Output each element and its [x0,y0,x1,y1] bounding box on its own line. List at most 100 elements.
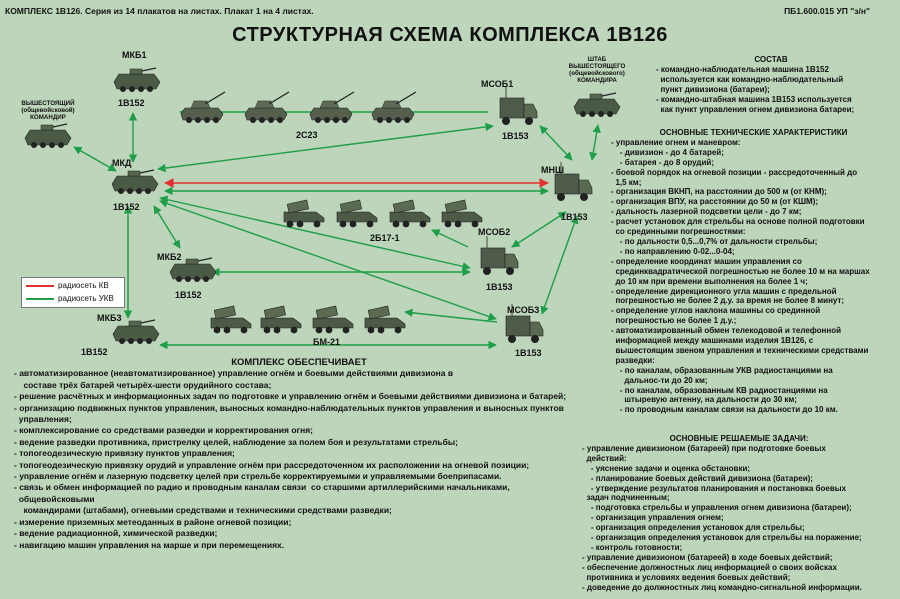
vehicle-bm21 [210,305,252,334]
vehicle-2b17 [441,199,483,228]
vehicle-mkd [111,169,159,195]
node-msob3-name: МСОБ3 [507,305,540,315]
vehicle-2s23 [180,91,226,124]
link-msob3-bm21 [404,308,498,323]
node-msob3-sub: 1В153 [515,348,542,358]
spec-item: - дальность лазерной подсветки цели - до… [611,207,802,217]
function-item: - комплексирование со средствами разведк… [14,425,313,436]
legend-kv-swatch [26,284,54,287]
vehicle-2s23 [244,91,290,124]
spec-item: погрешностью не более 2 д.у. за время не… [611,296,845,306]
task-item: - доведение до должностных лиц командно-… [582,582,862,592]
spec-item: - организация ВПУ, на расстоянии до 50 м… [611,197,819,207]
spec-item: - управление огнем и маневром: [611,137,741,147]
node-mnsh-name: МНШ [541,165,565,175]
spec-item: - автоматизированный обмен телекодовой и… [611,326,842,336]
function-item: общевойсковыми [14,493,95,504]
spec-item: дальнос-ти до 20 км; [611,375,708,385]
spec-item: вышестоящим звеном управления и техничес… [611,345,869,355]
spec-item: 1,5 км; [611,177,642,187]
vehicle-bm21 [364,305,406,334]
function-item: - организацию подвижных пунктов управлен… [14,402,564,413]
node-mkb3-name: МКБ3 [97,313,122,323]
vehicle-2b17 [336,199,378,228]
node-mkd-name: МКД [112,158,132,168]
node-msob2-sub: 1В153 [486,282,513,292]
spec-item: со срединными погрешностями: [611,227,746,237]
vehicle-bm21 [312,305,354,334]
spec-item: - дивизион - до 4 батарей; [611,147,724,157]
spec-item: - по каналам, образованным УКВ радиостан… [611,365,833,375]
node-mkb3-sub: 1В152 [81,347,108,357]
page-title: СТРУКТУРНАЯ СХЕМА КОМПЛЕКСА 1В126 [232,24,668,46]
legend: радиосеть КВ радиосеть УКВ [21,277,125,308]
node-mkb2-sub: 1В152 [175,290,202,300]
task-item: - обеспечение должностных лиц информацие… [582,562,837,572]
legend-kv-label: радиосеть КВ [58,281,109,290]
task-item: - организация определения установок для … [582,523,805,533]
function-item: - решение расчётных и информационных зад… [14,391,567,402]
task-item: - планирование боевых действий дивизиона… [582,473,813,483]
spec-item: штыревую антенну, на дальности до 30 км; [611,395,797,405]
composition-item: как пункт управления огнем дивизиона бат… [656,104,855,114]
functions-panel: КОМПЛЕКС ОБЕСПЕЧИВАЕТ - автоматизированн… [14,357,584,551]
function-item: - навигацию машин управления на марше и … [14,539,285,550]
composition-panel: СОСТАВ - командно-наблюдательная машина … [656,55,886,114]
node-higher-hq: ШТАБ ВЫШЕСТОЯЩЕГО (общевойскового) КОМАН… [568,56,626,84]
task-item: - управление дивизионом (батареей) при п… [582,443,826,453]
link-msob1-mnsh [539,125,573,161]
vehicle-2b17 [389,199,431,228]
spec-item: погрешностью не более 1 д.у.; [611,316,737,326]
spec-item: - определение координат машин управления… [611,256,802,266]
spec-item: - по дальности 0,5...0,7% от дальности с… [611,236,818,246]
node-msob1-name: МСОБ1 [481,79,514,89]
vehicle-mkb3 [112,319,160,345]
task-item: - подготовка стрельбы и управления огнем… [582,503,852,513]
function-item: командирами (штабами), огневыми средства… [14,505,392,516]
spec-item: - батарея - до 8 орудий; [611,157,715,167]
node-higher-commander: ВЫШЕСТОЯЩИЙ (общевойсковой) КОМАНДИР [21,100,75,121]
spec-item: - по направлению 0-02...0-04; [611,246,735,256]
specs-title: ОСНОВНЫЕ ТЕХНИЧЕСКИЕ ХАРАКТЕРИСТИКИ [659,128,848,137]
tasks-title: ОСНОВНЫЕ РЕШАЕМЫЕ ЗАДАЧИ: [669,434,809,443]
network-diagram [24,67,621,350]
node-mkb2-name: МКБ2 [157,252,182,262]
node-msob1-sub: 1В153 [502,131,529,141]
vehicle-2b17 [283,199,325,228]
link-mkd-msob2 [159,195,471,271]
vehicle-mkb1 [113,67,161,93]
spec-item: разведки: [611,355,655,365]
group-2b17-label: 2Б17-1 [370,233,400,243]
link-commander-mkd [73,146,117,172]
function-item: - топогеодезическую привязку орудий и уп… [14,459,530,470]
task-item: задач подчиненным; [582,493,670,503]
tasks-panel: ОСНОВНЫЕ РЕШАЕМЫЕ ЗАДАЧИ: - управление д… [582,434,896,593]
task-item: - организация определения установок для … [582,533,862,543]
vehicle-msob2 [480,235,519,276]
task-item: - контроль готовности; [582,542,683,552]
task-item: - утверждение результатов планирования и… [582,483,847,493]
function-item: - топогеодезическую привязку пунктов упр… [14,448,235,459]
spec-item: - по каналам, образованным КВ радиостанц… [611,385,828,395]
function-item: - ведение радиационной, химической разве… [14,528,218,539]
link-mnsh-msob2 [511,211,567,248]
spec-item: информацией между машинами изделия 1В126… [611,336,814,346]
link-hq-mnsh [589,124,601,161]
spec-item: - боевой порядок на огневой позиции - ра… [611,167,858,177]
spec-item: - расчет установок для стрельбы на основ… [611,217,865,227]
task-item: - организация управления огнем; [582,513,724,523]
vehicle-higher-commander [24,123,72,149]
vehicle-bm21 [260,305,302,334]
function-item: - связь и обмен информацией по радио и п… [14,482,510,493]
legend-ukv-label: радиосеть УКВ [58,294,114,303]
composition-item: - командно-штабная машина 1В153 использу… [656,94,852,104]
link-mnsh-msob3 [540,215,579,315]
function-item: составе трёх батарей четырёх-шести оруди… [14,379,272,390]
function-item: - ведение разведки противника, пристрелк… [14,436,458,447]
node-mkb1-sub: 1В152 [118,98,145,108]
composition-item: - командно-наблюдательная машина 1В152 [656,64,829,74]
link-mkd-msob3 [159,199,497,321]
link-msob2-2b17 [431,229,469,248]
link-mkd-msob1 [157,122,494,173]
vehicle-higher-hq [573,92,621,118]
